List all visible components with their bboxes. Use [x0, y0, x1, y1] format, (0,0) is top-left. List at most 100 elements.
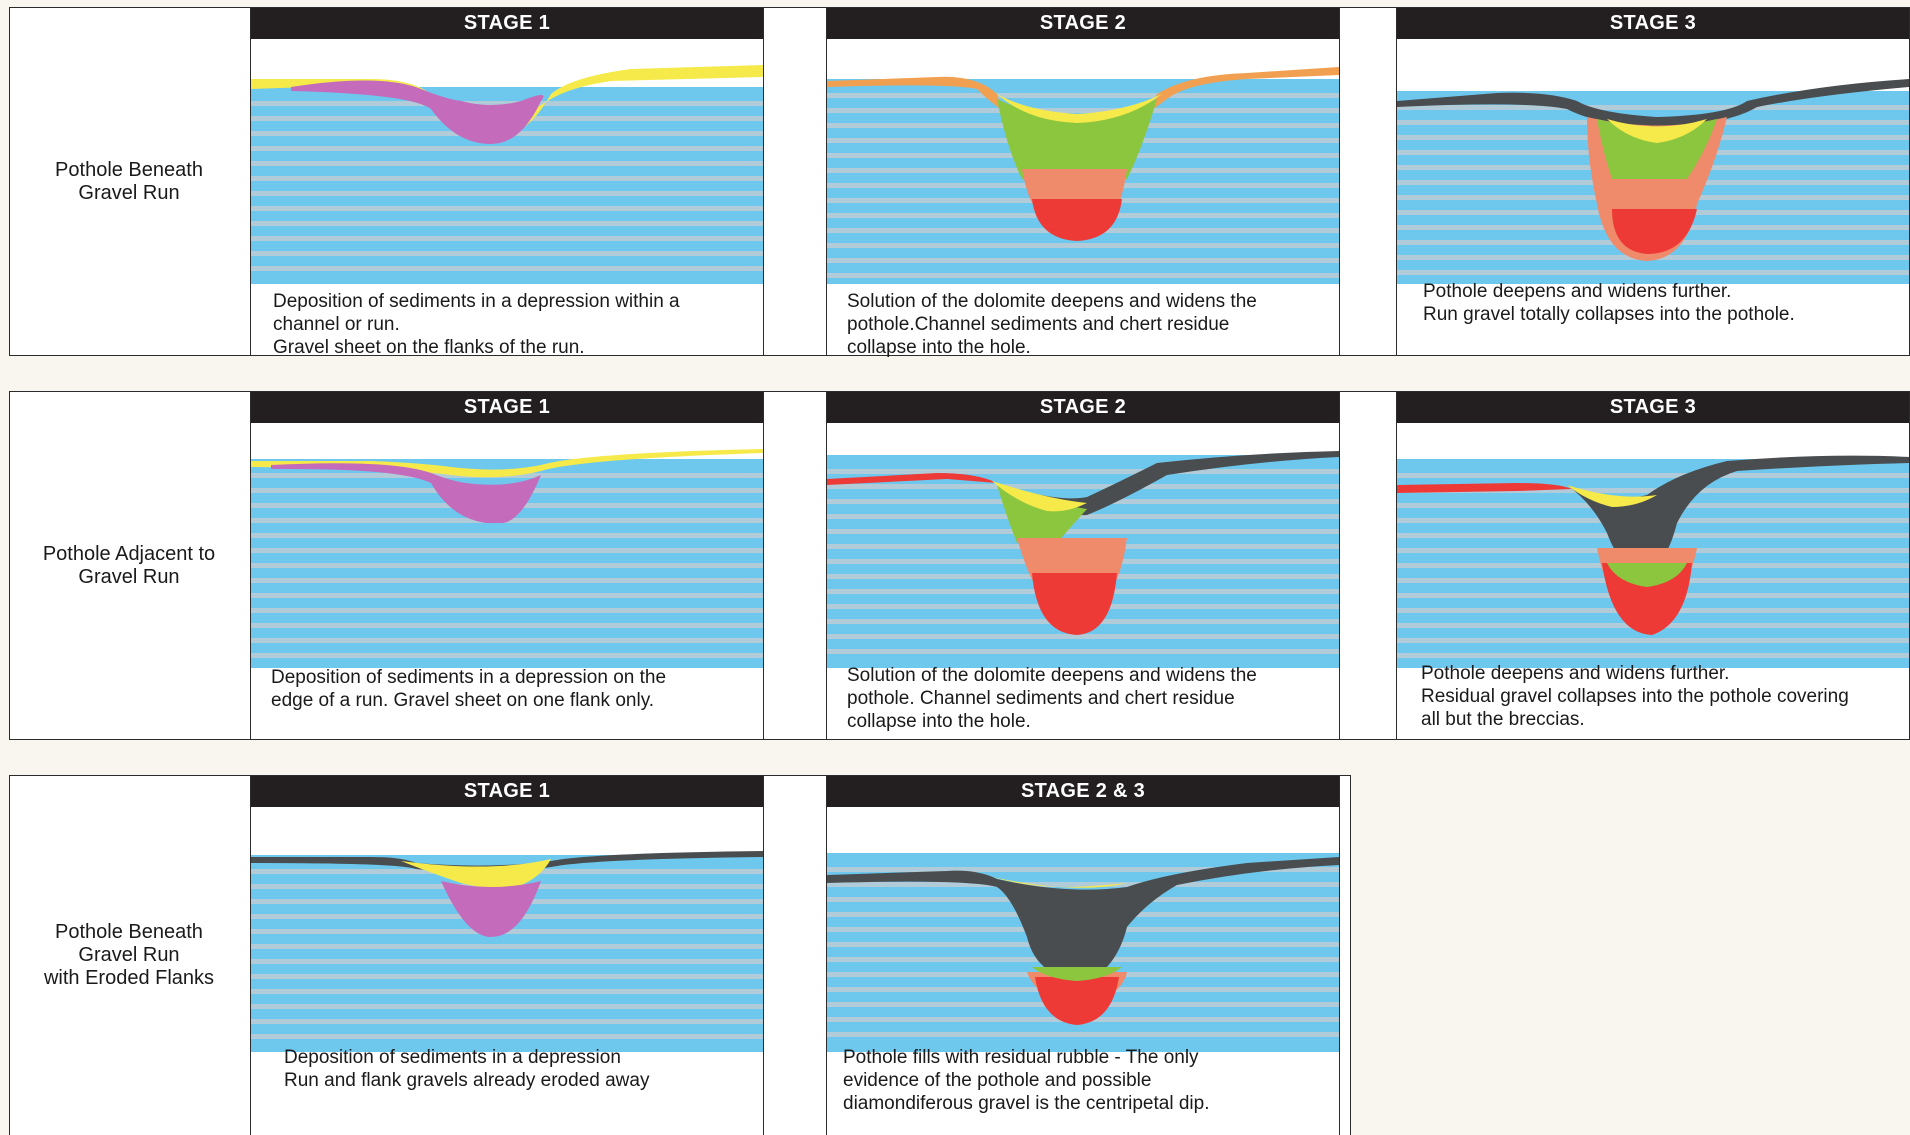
dolomite-bedding-band — [251, 989, 763, 994]
sand-layer — [401, 859, 551, 888]
dolomite-bedding-band — [1397, 488, 1909, 493]
dolomite-bedding-band — [251, 638, 763, 643]
dolomite-bedding-band — [251, 146, 763, 151]
run-gravel — [997, 451, 1339, 516]
diagram-illustration — [1397, 455, 1909, 668]
dolomite-bedding-band — [251, 578, 763, 583]
dolomite-bedding-band — [251, 1004, 763, 1009]
sand-layer — [992, 877, 1127, 888]
dolomite-bedding-band — [1397, 105, 1909, 110]
dolomite-bedding-band — [251, 101, 763, 106]
dolomite-bedding-band — [251, 608, 763, 613]
dolomite-bedding-band — [251, 206, 763, 211]
dolomite-bedding-band — [1397, 653, 1909, 658]
panel-stage-3: STAGE 3 Pothole deepens and widens furth… — [1396, 7, 1910, 356]
diagram-illustration — [827, 67, 1339, 284]
dolomite-bedding-band — [251, 191, 763, 196]
dolomite-bedding-band — [827, 867, 1339, 872]
channel-sediment — [1607, 563, 1687, 587]
dolomite-bedding-band — [827, 273, 1339, 278]
dolomite-bedding-band — [827, 649, 1339, 654]
sediment-fill — [291, 80, 544, 144]
dolomite-bedding-band — [251, 623, 763, 628]
breccia — [1035, 977, 1119, 1025]
stage-title: STAGE 2 & 3 — [827, 776, 1339, 807]
sand-layer — [1607, 119, 1707, 143]
stage-title: STAGE 3 — [1397, 392, 1909, 423]
dolomite-bedding-band — [251, 1034, 763, 1039]
row-label: Pothole Beneath Gravel Run — [55, 158, 203, 204]
dolomite-bedding-band — [827, 634, 1339, 639]
dolomite-bedding-band — [827, 469, 1339, 474]
breccia — [1032, 199, 1122, 241]
stage-caption: Pothole fills with residual rubble - The… — [843, 1047, 1210, 1114]
breccia — [1032, 573, 1117, 635]
dolomite-bedding-band — [827, 529, 1339, 534]
stage-title: STAGE 3 — [1397, 8, 1909, 39]
dolomite-bedding-band — [251, 548, 763, 553]
dolomite-bedding-band — [251, 236, 763, 241]
stage-caption: Solution of the dolomite deepens and wid… — [847, 291, 1257, 358]
sand-layer — [1567, 485, 1657, 507]
dolomite-bedding-band — [251, 959, 763, 964]
stage-caption: Pothole deepens and widens further. Resi… — [1421, 663, 1849, 730]
sand-layer — [992, 481, 1087, 512]
row-label: Pothole Adjacent to Gravel Run — [42, 542, 216, 588]
dolomite-bedding-band — [251, 593, 763, 598]
dolomite-bedding-band — [827, 243, 1339, 248]
channel-sediment — [997, 99, 1157, 179]
stage-title: STAGE 2 — [827, 392, 1339, 423]
stage-title: STAGE 1 — [251, 392, 763, 423]
dolomite-bedding-band — [827, 108, 1339, 113]
dolomite-bedding-band — [827, 93, 1339, 98]
sediment-fill — [271, 463, 541, 523]
dolomite-bedding-band — [827, 514, 1339, 519]
stage-caption: Deposition of sediments in a depression … — [273, 291, 680, 358]
sand-layer — [997, 94, 1162, 123]
surface-gravel-sheet — [251, 449, 763, 478]
sediment-fill — [441, 881, 541, 937]
dolomite-bedding-band — [251, 251, 763, 256]
stage-caption: Deposition of sediments in a depression … — [284, 1047, 650, 1091]
stage-caption: Deposition of sediments in a depression … — [271, 667, 667, 711]
panel-stage-2: STAGE 2 Solution of the dolomite deepens… — [826, 391, 1340, 740]
breccia — [1612, 209, 1697, 254]
diagram-illustration — [827, 451, 1339, 668]
collapsed-gravel — [1567, 455, 1909, 573]
channel-sediment — [1597, 119, 1717, 179]
residual-rubble — [827, 857, 1339, 982]
dolomite-bedding-band — [251, 1019, 763, 1024]
stage-title: STAGE 1 — [251, 776, 763, 807]
panel-stage-1: STAGE 1 Deposition of sediments in a dep… — [250, 7, 764, 358]
panel-stage-1: STAGE 1 Deposition of sediments in a dep… — [250, 775, 764, 1135]
row-label: Pothole Beneath Gravel Run with Eroded F… — [43, 920, 215, 989]
panel-stage-1: STAGE 1 Deposition of sediments in a dep… — [250, 391, 764, 740]
diagram-illustration — [827, 853, 1339, 1052]
dolomite-bedding-band — [251, 974, 763, 979]
breccia — [1602, 563, 1692, 635]
stage-title: STAGE 1 — [251, 8, 763, 39]
run-gravel — [1397, 79, 1909, 127]
red-gravel-flank — [827, 473, 997, 485]
dolomite-bedding-band — [251, 533, 763, 538]
diagram-illustration — [251, 449, 763, 668]
dolomite-bedding-band — [827, 484, 1339, 489]
dolomite-bedding-band — [251, 653, 763, 658]
dolomite-bedding-band — [827, 882, 1339, 887]
diagram-illustration — [251, 851, 763, 1052]
stage-caption: Solution of the dolomite deepens and wid… — [847, 665, 1257, 732]
panel-stage-3: STAGE 3 Pothole deepens and widens furth… — [1396, 391, 1910, 740]
channel-sediment — [1032, 967, 1122, 981]
dolomite-bedding-band — [251, 563, 763, 568]
dolomite-bedding-band — [827, 1032, 1339, 1037]
panel-stage-2: STAGE 2 Solution of the dolomite deepens… — [826, 7, 1340, 358]
dolomite-bedding-band — [1397, 270, 1909, 275]
dolomite-bedding-band — [251, 176, 763, 181]
dolomite-bedding-band — [251, 161, 763, 166]
red-gravel-flank — [1397, 483, 1572, 493]
dolomite-bedding-band — [827, 258, 1339, 263]
dolomite-bedding-band — [1397, 638, 1909, 643]
panel-stage-2-3: STAGE 2 & 3 Pothole fills with residual … — [826, 775, 1340, 1135]
stage-caption: Pothole deepens and widens further. Run … — [1423, 281, 1795, 325]
diagram-illustration — [251, 65, 763, 284]
